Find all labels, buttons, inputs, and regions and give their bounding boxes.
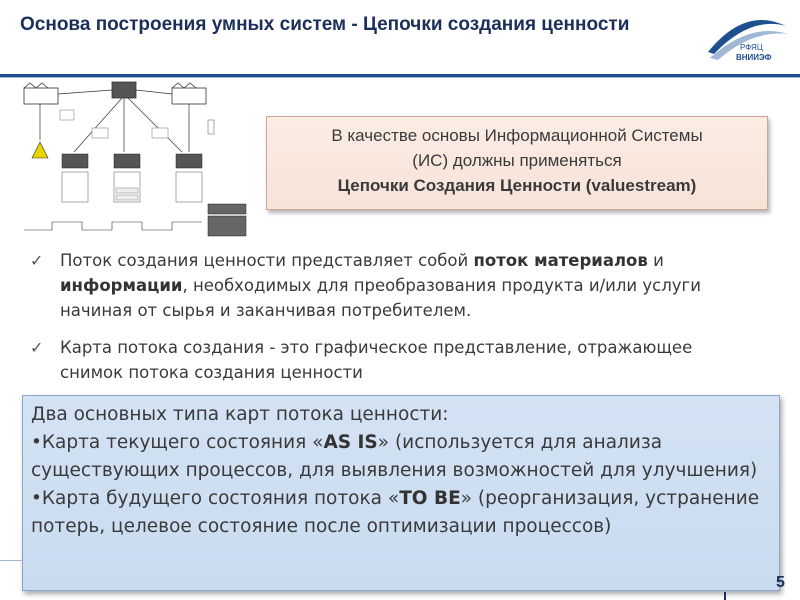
bullet-bold-text: информации bbox=[60, 276, 183, 295]
overlay-text: •Карта текущего состояния « bbox=[31, 432, 324, 453]
bullet-item: ✓ Карта потока создания - это графическо… bbox=[30, 335, 760, 385]
overlay-item-as-is: •Карта текущего состояния «AS IS» (испол… bbox=[31, 429, 771, 485]
slide-header: Основа построения умных систем - Цепочки… bbox=[0, 0, 800, 78]
overlay-text: » (реорганизация, устранение потерь, цел… bbox=[31, 488, 760, 537]
bullet-list: ✓ Поток создания ценности представляет с… bbox=[30, 248, 760, 385]
overlay-bold-text: TO BE bbox=[399, 488, 461, 509]
header-divider bbox=[0, 74, 800, 77]
overlay-item-to-be: •Карта будущего состояния потока «TO BE»… bbox=[31, 485, 771, 541]
overlay-bold-text: AS IS bbox=[323, 432, 378, 453]
bullet-text: Поток создания ценности представляет соб… bbox=[60, 251, 474, 270]
value-stream-types-box: Два основных типа карт потока ценности: … bbox=[22, 395, 780, 591]
callout-line-3: Цепочки Создания Ценности (valuestream) bbox=[337, 176, 697, 195]
logo-text-bottom: ВНИИЭФ bbox=[736, 53, 772, 62]
info-callout: В качестве основы Информационной Системы… bbox=[266, 116, 768, 210]
bullet-text: , необходимых для преобразования продукт… bbox=[60, 276, 701, 320]
callout-line-1: В качестве основы Информационной Системы bbox=[331, 126, 703, 145]
header-divider-thin bbox=[0, 77, 800, 78]
overlay-text: » (используется для анализа существующих… bbox=[31, 432, 758, 481]
bullet-text: Карта потока создания - это графическое … bbox=[60, 338, 693, 382]
bullet-item: ✓ Поток создания ценности представляет с… bbox=[30, 248, 760, 323]
logo-text-top: РФЯЦ bbox=[740, 43, 763, 52]
checkmark-icon: ✓ bbox=[30, 338, 44, 357]
page-title: Основа построения умных систем - Цепочки… bbox=[20, 14, 630, 35]
checkmark-icon: ✓ bbox=[30, 251, 44, 270]
value-stream-map-diagram-icon bbox=[23, 81, 247, 237]
page-number: 5 bbox=[776, 574, 785, 591]
footer-tick bbox=[724, 592, 726, 600]
rfyac-vniief-logo: РФЯЦ ВНИИЭФ bbox=[708, 19, 788, 62]
overlay-text: •Карта будущего состояния потока « bbox=[31, 488, 400, 509]
bullet-text: и bbox=[647, 251, 664, 270]
callout-line-2: (ИС) должны применяться bbox=[412, 151, 622, 170]
footer-divider bbox=[0, 560, 22, 561]
bullet-bold-text: поток материалов bbox=[473, 251, 648, 270]
overlay-heading: Два основных типа карт потока ценности: bbox=[31, 404, 449, 425]
